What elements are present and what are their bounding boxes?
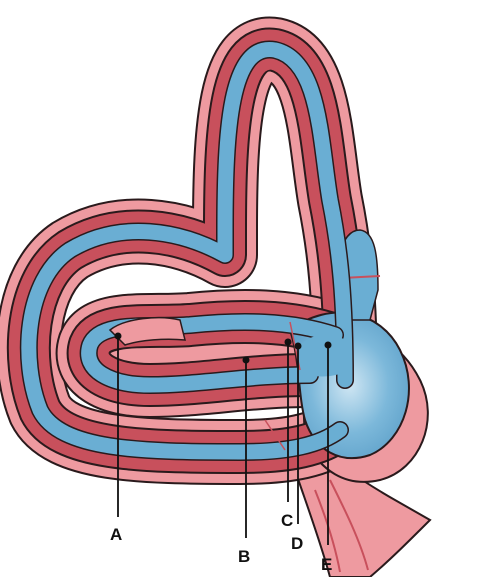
label-d: D	[291, 534, 303, 553]
label-b: B	[238, 547, 250, 566]
label-a: A	[110, 525, 122, 544]
label-c: C	[281, 511, 293, 530]
label-e: E	[321, 555, 332, 574]
